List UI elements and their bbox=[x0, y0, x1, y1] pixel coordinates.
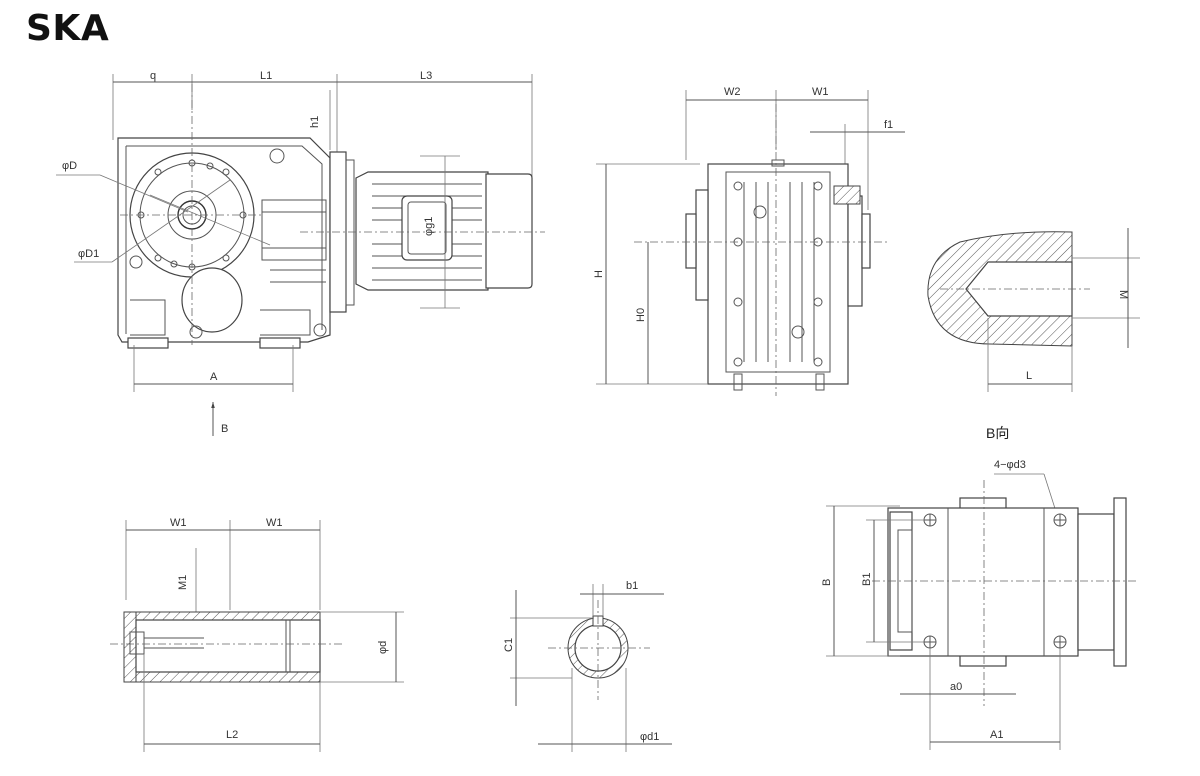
dim-f1: f1 bbox=[884, 119, 893, 131]
dim-A1: A1 bbox=[990, 729, 1003, 741]
view-b: B向 4−φd3 B B1 bbox=[821, 425, 1136, 750]
dim-B: B bbox=[821, 579, 833, 586]
hollow-shaft-section: W1 W1 M1 φd L2 bbox=[110, 517, 404, 752]
dim-phiD1: φD1 bbox=[78, 248, 99, 260]
dim-W1-a: W1 bbox=[170, 517, 187, 529]
dim-A: A bbox=[210, 371, 218, 383]
dim-H0: H0 bbox=[635, 308, 647, 322]
shaft-end-section: M L bbox=[927, 228, 1140, 392]
dim-b1: b1 bbox=[626, 580, 638, 592]
page-title: SKA bbox=[26, 8, 110, 49]
front-view: q L1 L3 h1 bbox=[56, 70, 545, 436]
dim-W1-b: W1 bbox=[266, 517, 283, 529]
dim-L3: L3 bbox=[420, 70, 432, 82]
side-view: W2 W1 f1 bbox=[593, 86, 905, 396]
dim-B1: B1 bbox=[861, 573, 873, 586]
view-arrow-B: B bbox=[221, 423, 228, 435]
dim-phiD: φD bbox=[62, 160, 77, 172]
dim-q: q bbox=[150, 70, 156, 82]
dim-phid: φd bbox=[377, 641, 389, 654]
dim-phid1: φd1 bbox=[640, 731, 659, 743]
dim-W1: W1 bbox=[812, 86, 829, 98]
dim-h1: h1 bbox=[309, 116, 321, 128]
dim-C1: C1 bbox=[503, 638, 515, 652]
view-b-caption: B向 bbox=[986, 425, 1009, 441]
dim-W2: W2 bbox=[724, 86, 741, 98]
dim-holes: 4−φd3 bbox=[994, 459, 1026, 471]
dim-L2: L2 bbox=[226, 729, 238, 741]
dim-L1: L1 bbox=[260, 70, 272, 82]
dim-phig1: φg1 bbox=[423, 217, 435, 236]
shaft-cross-section: b1 C1 φd1 bbox=[503, 580, 672, 752]
dim-H: H bbox=[593, 270, 605, 278]
dim-M: M bbox=[1117, 290, 1129, 299]
dim-M1: M1 bbox=[177, 575, 189, 590]
dim-L: L bbox=[1026, 370, 1032, 382]
dim-a0: a0 bbox=[950, 681, 962, 693]
